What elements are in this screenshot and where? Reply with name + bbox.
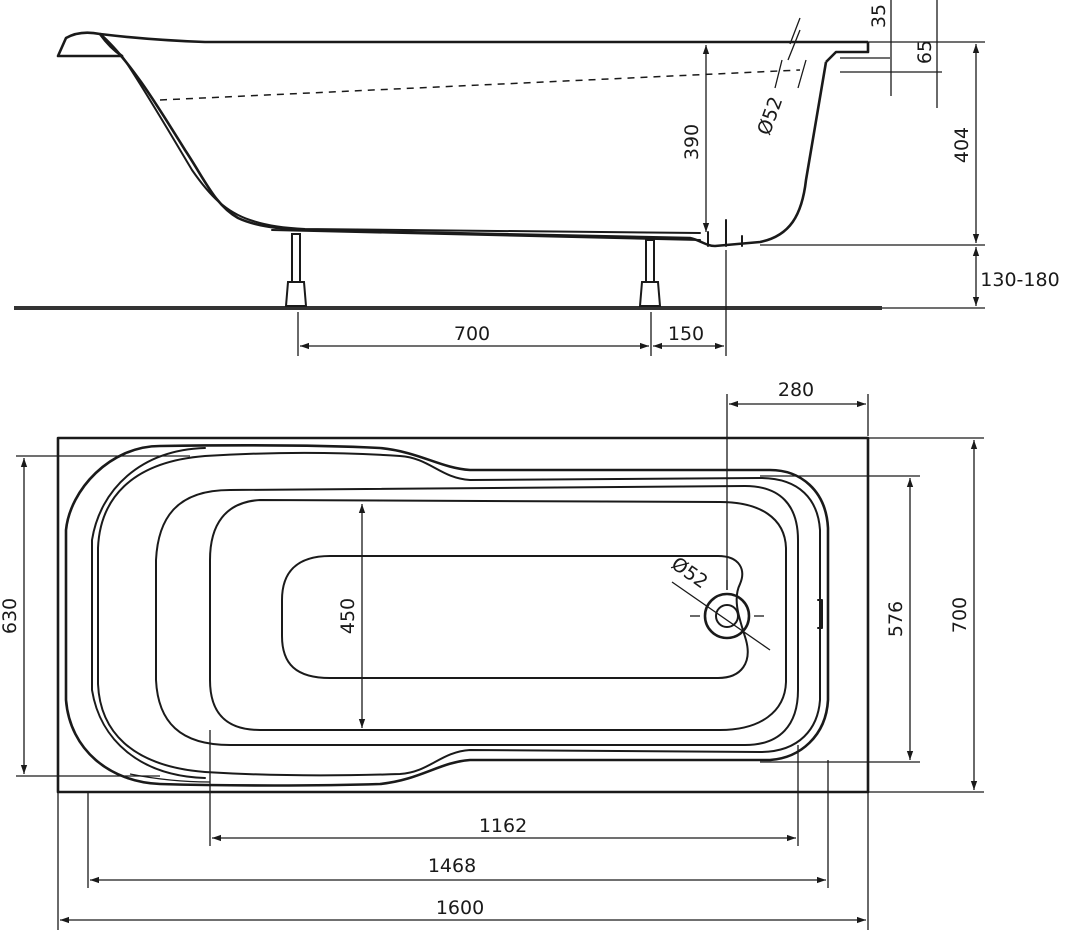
dim-label-drain-dia-plan: Ø52 [667, 553, 712, 593]
dim-label-700-plan: 700 [949, 597, 971, 633]
dim-label-280: 280 [778, 379, 814, 401]
dim-label-130-180: 130-180 [980, 269, 1059, 291]
floor-line [14, 306, 882, 310]
side-outer-shell [99, 33, 828, 248]
dim-label-450: 450 [337, 598, 359, 634]
plan-outer-rectangle [56, 436, 870, 794]
side-drain-sump [707, 219, 743, 247]
side-overflow-dashed-line [159, 69, 801, 101]
dim-label-390: 390 [681, 124, 703, 160]
side-view: 390 35 65 404 130-180 Ø52 700 150 [14, 0, 1060, 356]
side-rim-flange [825, 42, 870, 63]
plan-overflow-mark [817, 599, 823, 629]
dim-label-65: 65 [914, 40, 936, 64]
dim-label-drain-dia-side: Ø52 [753, 94, 787, 138]
side-rim-top [99, 32, 868, 44]
plan-third-contour [155, 485, 799, 746]
side-leg-right [638, 239, 662, 307]
plan-drain [671, 580, 771, 651]
dim-label-1162: 1162 [479, 815, 527, 837]
side-overflow-pipe [774, 17, 807, 89]
dim-label-630: 630 [0, 598, 21, 634]
side-bottom-base [271, 229, 701, 241]
plan-inner-contour [97, 452, 821, 777]
side-inner-shell [121, 55, 701, 234]
dim-label-1600: 1600 [436, 897, 484, 919]
plan-headrest-curve [91, 447, 206, 779]
plan-outer-contour [64, 444, 830, 787]
dim-label-35: 35 [868, 4, 890, 28]
dim-label-150: 150 [668, 323, 704, 345]
dim-label-576: 576 [885, 601, 907, 637]
dim-label-1468: 1468 [428, 855, 476, 877]
dim-label-700-side: 700 [454, 323, 490, 345]
plan-bottom-pad [281, 555, 749, 679]
dim-label-404: 404 [951, 127, 973, 163]
plan-view: Ø52 280 630 450 576 700 1162 1468 [0, 379, 984, 930]
plan-bottom-contour [209, 499, 787, 731]
side-leg-left [284, 233, 308, 307]
